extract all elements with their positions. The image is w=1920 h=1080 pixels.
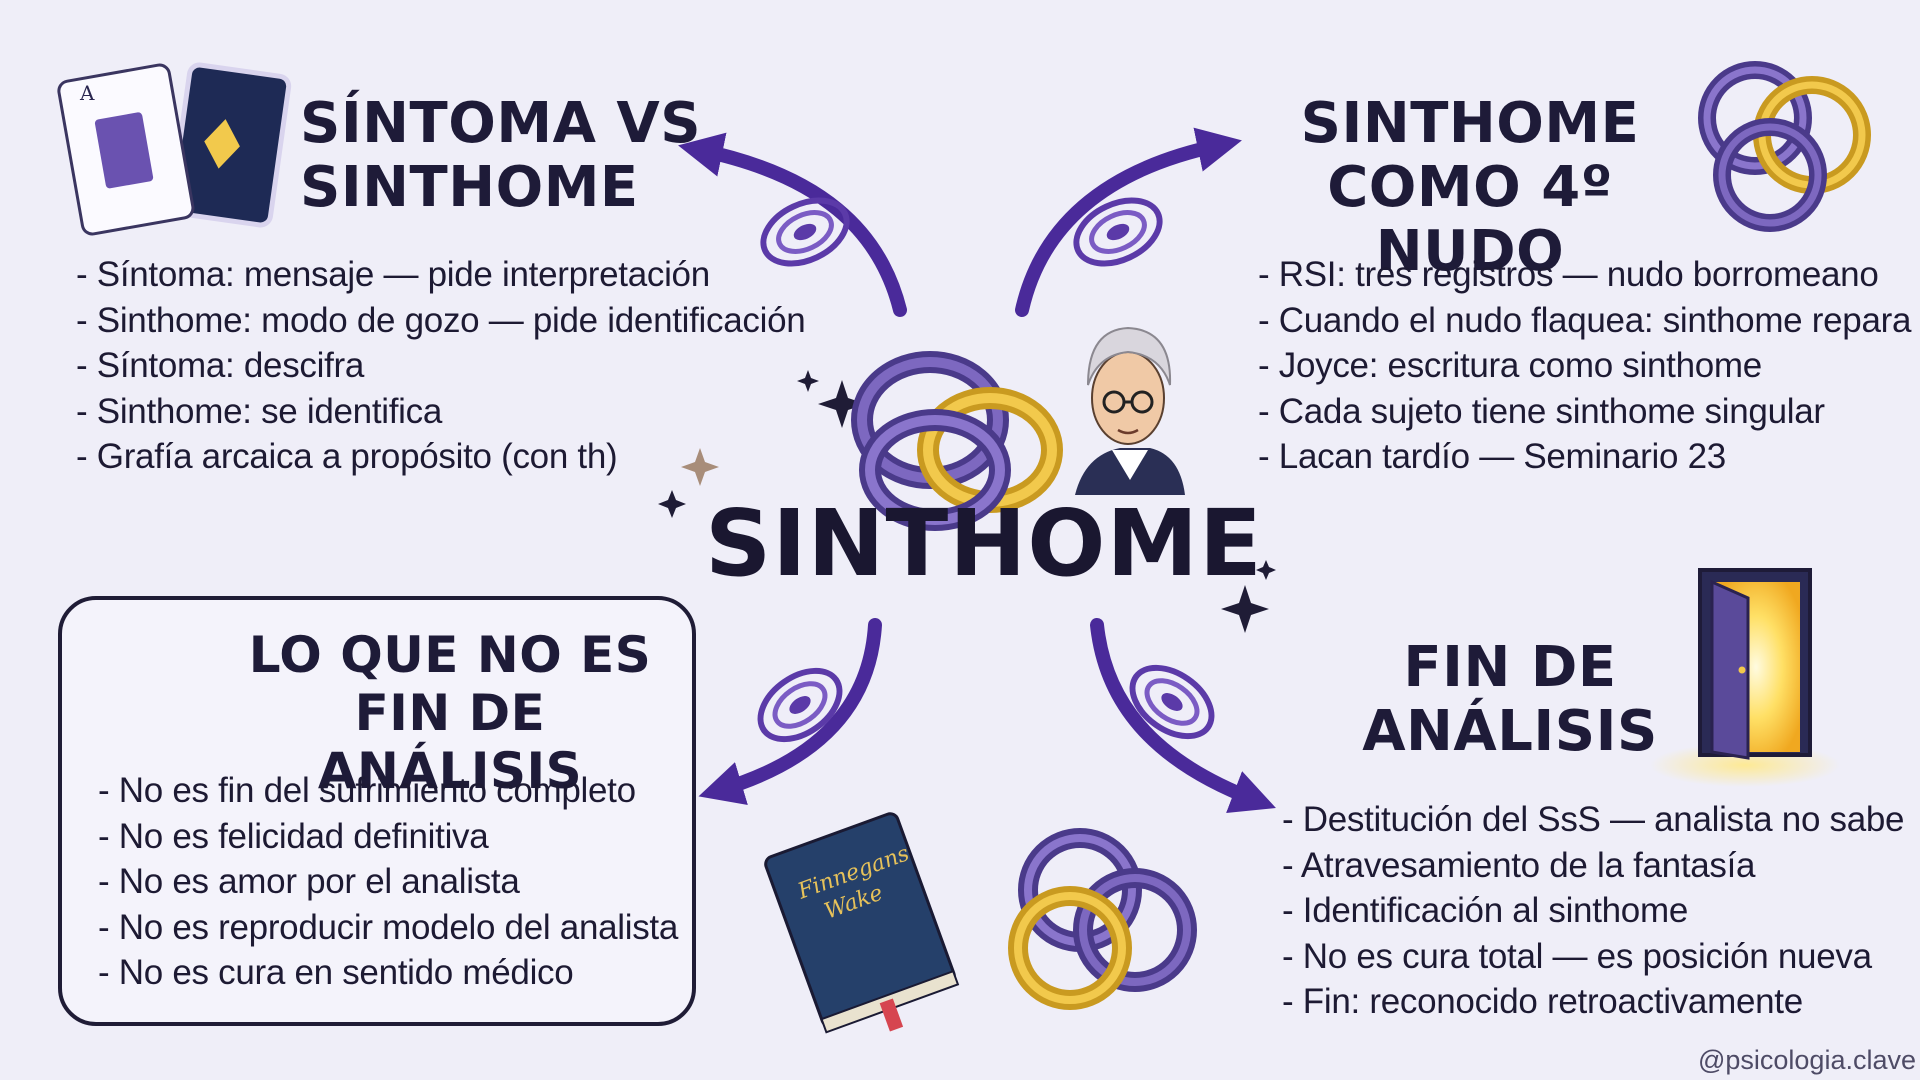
section-title-sintoma-vs-sinthome: SÍNTOMA VS SINTHOME <box>300 92 701 220</box>
title-line: ANÁLISIS <box>1362 699 1658 764</box>
lacan-portrait-icon <box>1075 326 1185 495</box>
list-item: Sinthome: modo de gozo — pide identifica… <box>76 298 806 344</box>
list-item: No es cura en sentido médico <box>98 950 678 996</box>
playing-cards-icon: A <box>57 62 292 236</box>
list-item: Cuando el nudo flaquea: sinthome repara <box>1258 298 1912 344</box>
central-title: SINTHOME <box>705 490 1263 597</box>
list-item: Destitución del SsS — analista no sabe <box>1282 797 1905 843</box>
list-fin-de-analisis: Destitución del SsS — analista no sabe A… <box>1282 797 1905 1025</box>
list-sintoma-vs-sinthome: Síntoma: mensaje — pide interpretación S… <box>76 252 806 480</box>
list-item: No es felicidad definitiva <box>98 814 678 860</box>
section-title-sinthome-como-4-nudo: SINTHOME COMO 4º NUDO <box>1255 92 1685 284</box>
arrow-to-top-right <box>1015 127 1242 317</box>
arrow-to-top-left <box>678 132 907 317</box>
list-item: Joyce: escritura como sinthome <box>1258 343 1911 389</box>
title-line: SINTHOME <box>300 155 639 220</box>
list-sinthome-como-4-nudo: RSI: tres registros — nudo borromeano Cu… <box>1258 252 1912 480</box>
open-door-icon <box>1650 568 1840 787</box>
title-line: LO QUE NO ES <box>248 626 652 684</box>
card-letter: A <box>79 81 95 105</box>
title-line: SINTHOME <box>1300 91 1640 156</box>
list-item: Síntoma: mensaje — pide interpretación <box>76 252 805 298</box>
list-item: Atravesamiento de la fantasía <box>1282 843 1904 889</box>
watermark: @psicologia.clave <box>1697 1045 1916 1075</box>
central-knot-icon <box>851 351 1063 531</box>
title-line: SÍNTOMA VS <box>300 91 702 156</box>
bottom-knot-icon <box>1008 828 1197 1010</box>
list-item: Lacan tardío — Seminario 23 <box>1258 434 1911 480</box>
list-item: No es reproducir modelo del analista <box>98 905 679 951</box>
borromean-knot-icon <box>1698 61 1871 232</box>
title-line: FIN DE <box>1403 635 1617 700</box>
arrow-to-bottom-right <box>1090 618 1276 813</box>
list-item: Sinthome: se identifica <box>76 389 805 435</box>
list-item: No es cura total — es posición nueva <box>1282 934 1904 980</box>
arrow-to-bottom-left <box>698 618 882 806</box>
list-item: Cada sujeto tiene sinthome singular <box>1258 389 1911 435</box>
list-item: Síntoma: descifra <box>76 343 805 389</box>
list-item: Grafía arcaica a propósito (con th) <box>76 434 805 480</box>
finnegans-wake-book-icon: Finnegans Wake <box>764 812 960 1034</box>
list-item: Identificación al sinthome <box>1282 888 1904 934</box>
list-item: No es amor por el analista <box>98 859 678 905</box>
section-title-fin-de-analisis: FIN DE ANÁLISIS <box>1360 636 1660 764</box>
list-lo-que-no-es-fin: No es fin del sufrimiento completo No es… <box>98 768 679 996</box>
list-item: Fin: reconocido retroactivamente <box>1282 979 1904 1025</box>
list-item: No es fin del sufrimiento completo <box>98 768 678 814</box>
list-item: RSI: tres registros — nudo borromeano <box>1258 252 1911 298</box>
